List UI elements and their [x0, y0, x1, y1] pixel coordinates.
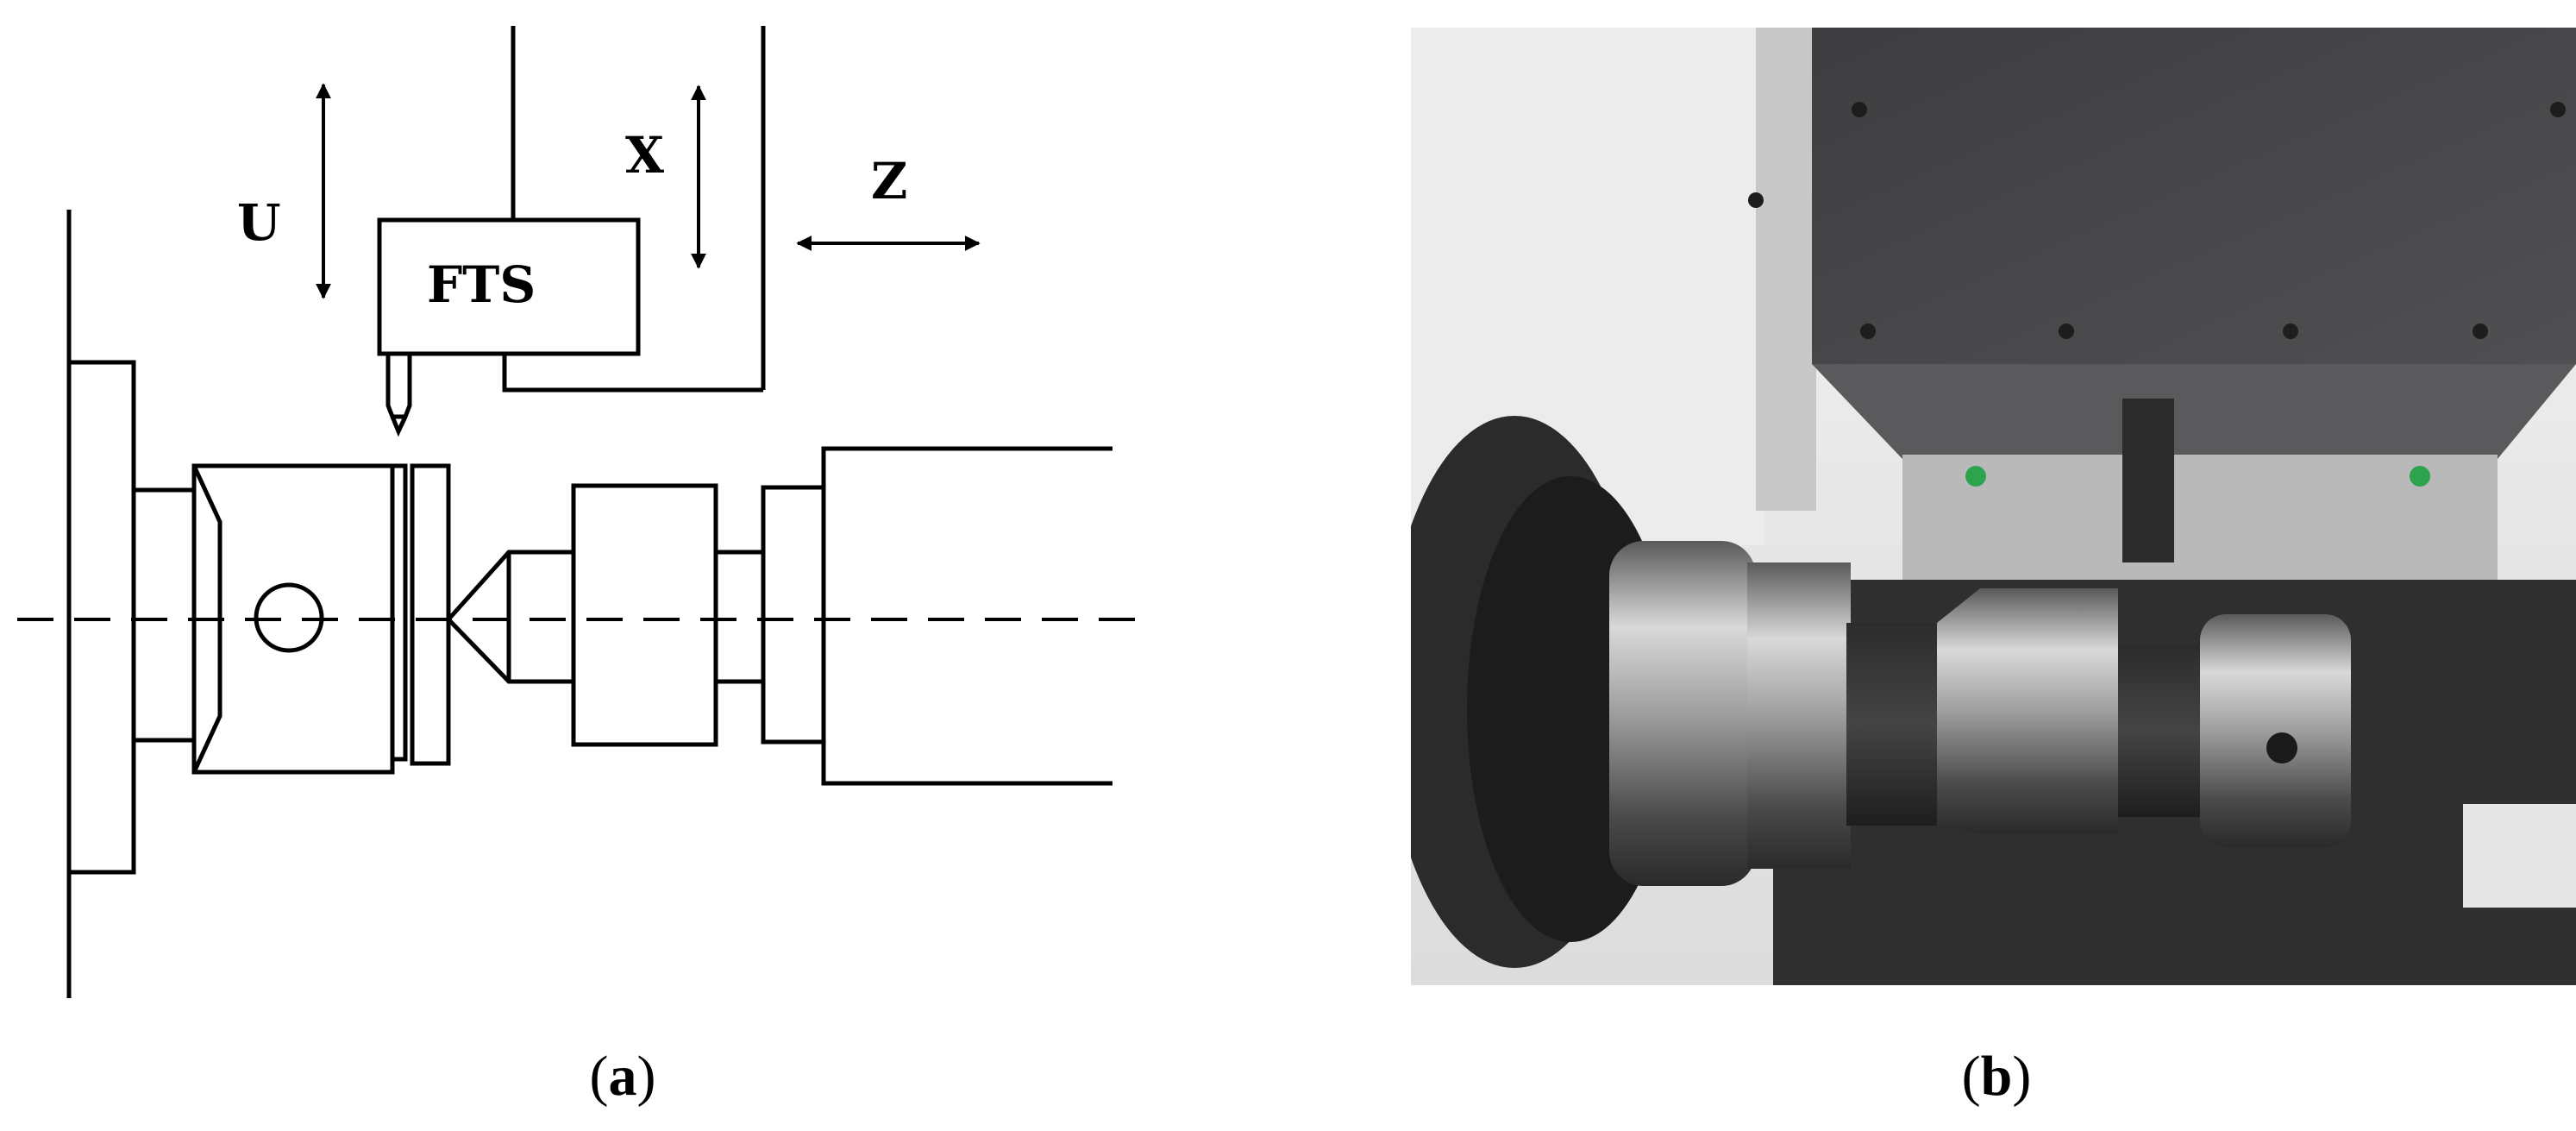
lathe-schematic: U X Z FTS — [17, 26, 1147, 998]
carriage — [502, 354, 763, 393]
schematic-diagram: U X Z FTS — [0, 0, 1207, 1127]
x-label: X — [625, 126, 664, 185]
turret-housing — [1812, 28, 2576, 364]
machine-photo — [1411, 28, 2576, 985]
chuck-body — [131, 487, 197, 743]
u-label: U — [237, 193, 281, 252]
workpiece — [191, 463, 395, 775]
caption-a-letter: a — [608, 1045, 637, 1108]
workpiece-hole — [254, 582, 324, 653]
tool-holder — [1902, 455, 2498, 584]
spindle-ring — [1609, 541, 1756, 886]
clamp-collar — [2200, 614, 2351, 847]
workpiece-ring — [410, 463, 451, 766]
fts-block — [377, 217, 641, 356]
cutting-tool — [385, 354, 412, 419]
fts-label: FTS — [427, 255, 536, 314]
caption-a: (a) — [589, 1045, 656, 1108]
tailstock-housing-step — [761, 485, 826, 745]
chuck-flange — [66, 360, 136, 875]
workpiece-ring-thin — [390, 463, 408, 762]
tailstock-barrel — [571, 483, 718, 747]
tailstock-neck — [713, 550, 766, 684]
slide-column — [1756, 28, 1816, 511]
lathe-photo-illustration — [1411, 28, 2576, 985]
tailstock-housing — [821, 446, 1113, 786]
caption-b-letter: b — [1980, 1045, 2013, 1108]
caption-b: (b) — [1961, 1045, 2032, 1108]
z-label: Z — [871, 152, 907, 210]
